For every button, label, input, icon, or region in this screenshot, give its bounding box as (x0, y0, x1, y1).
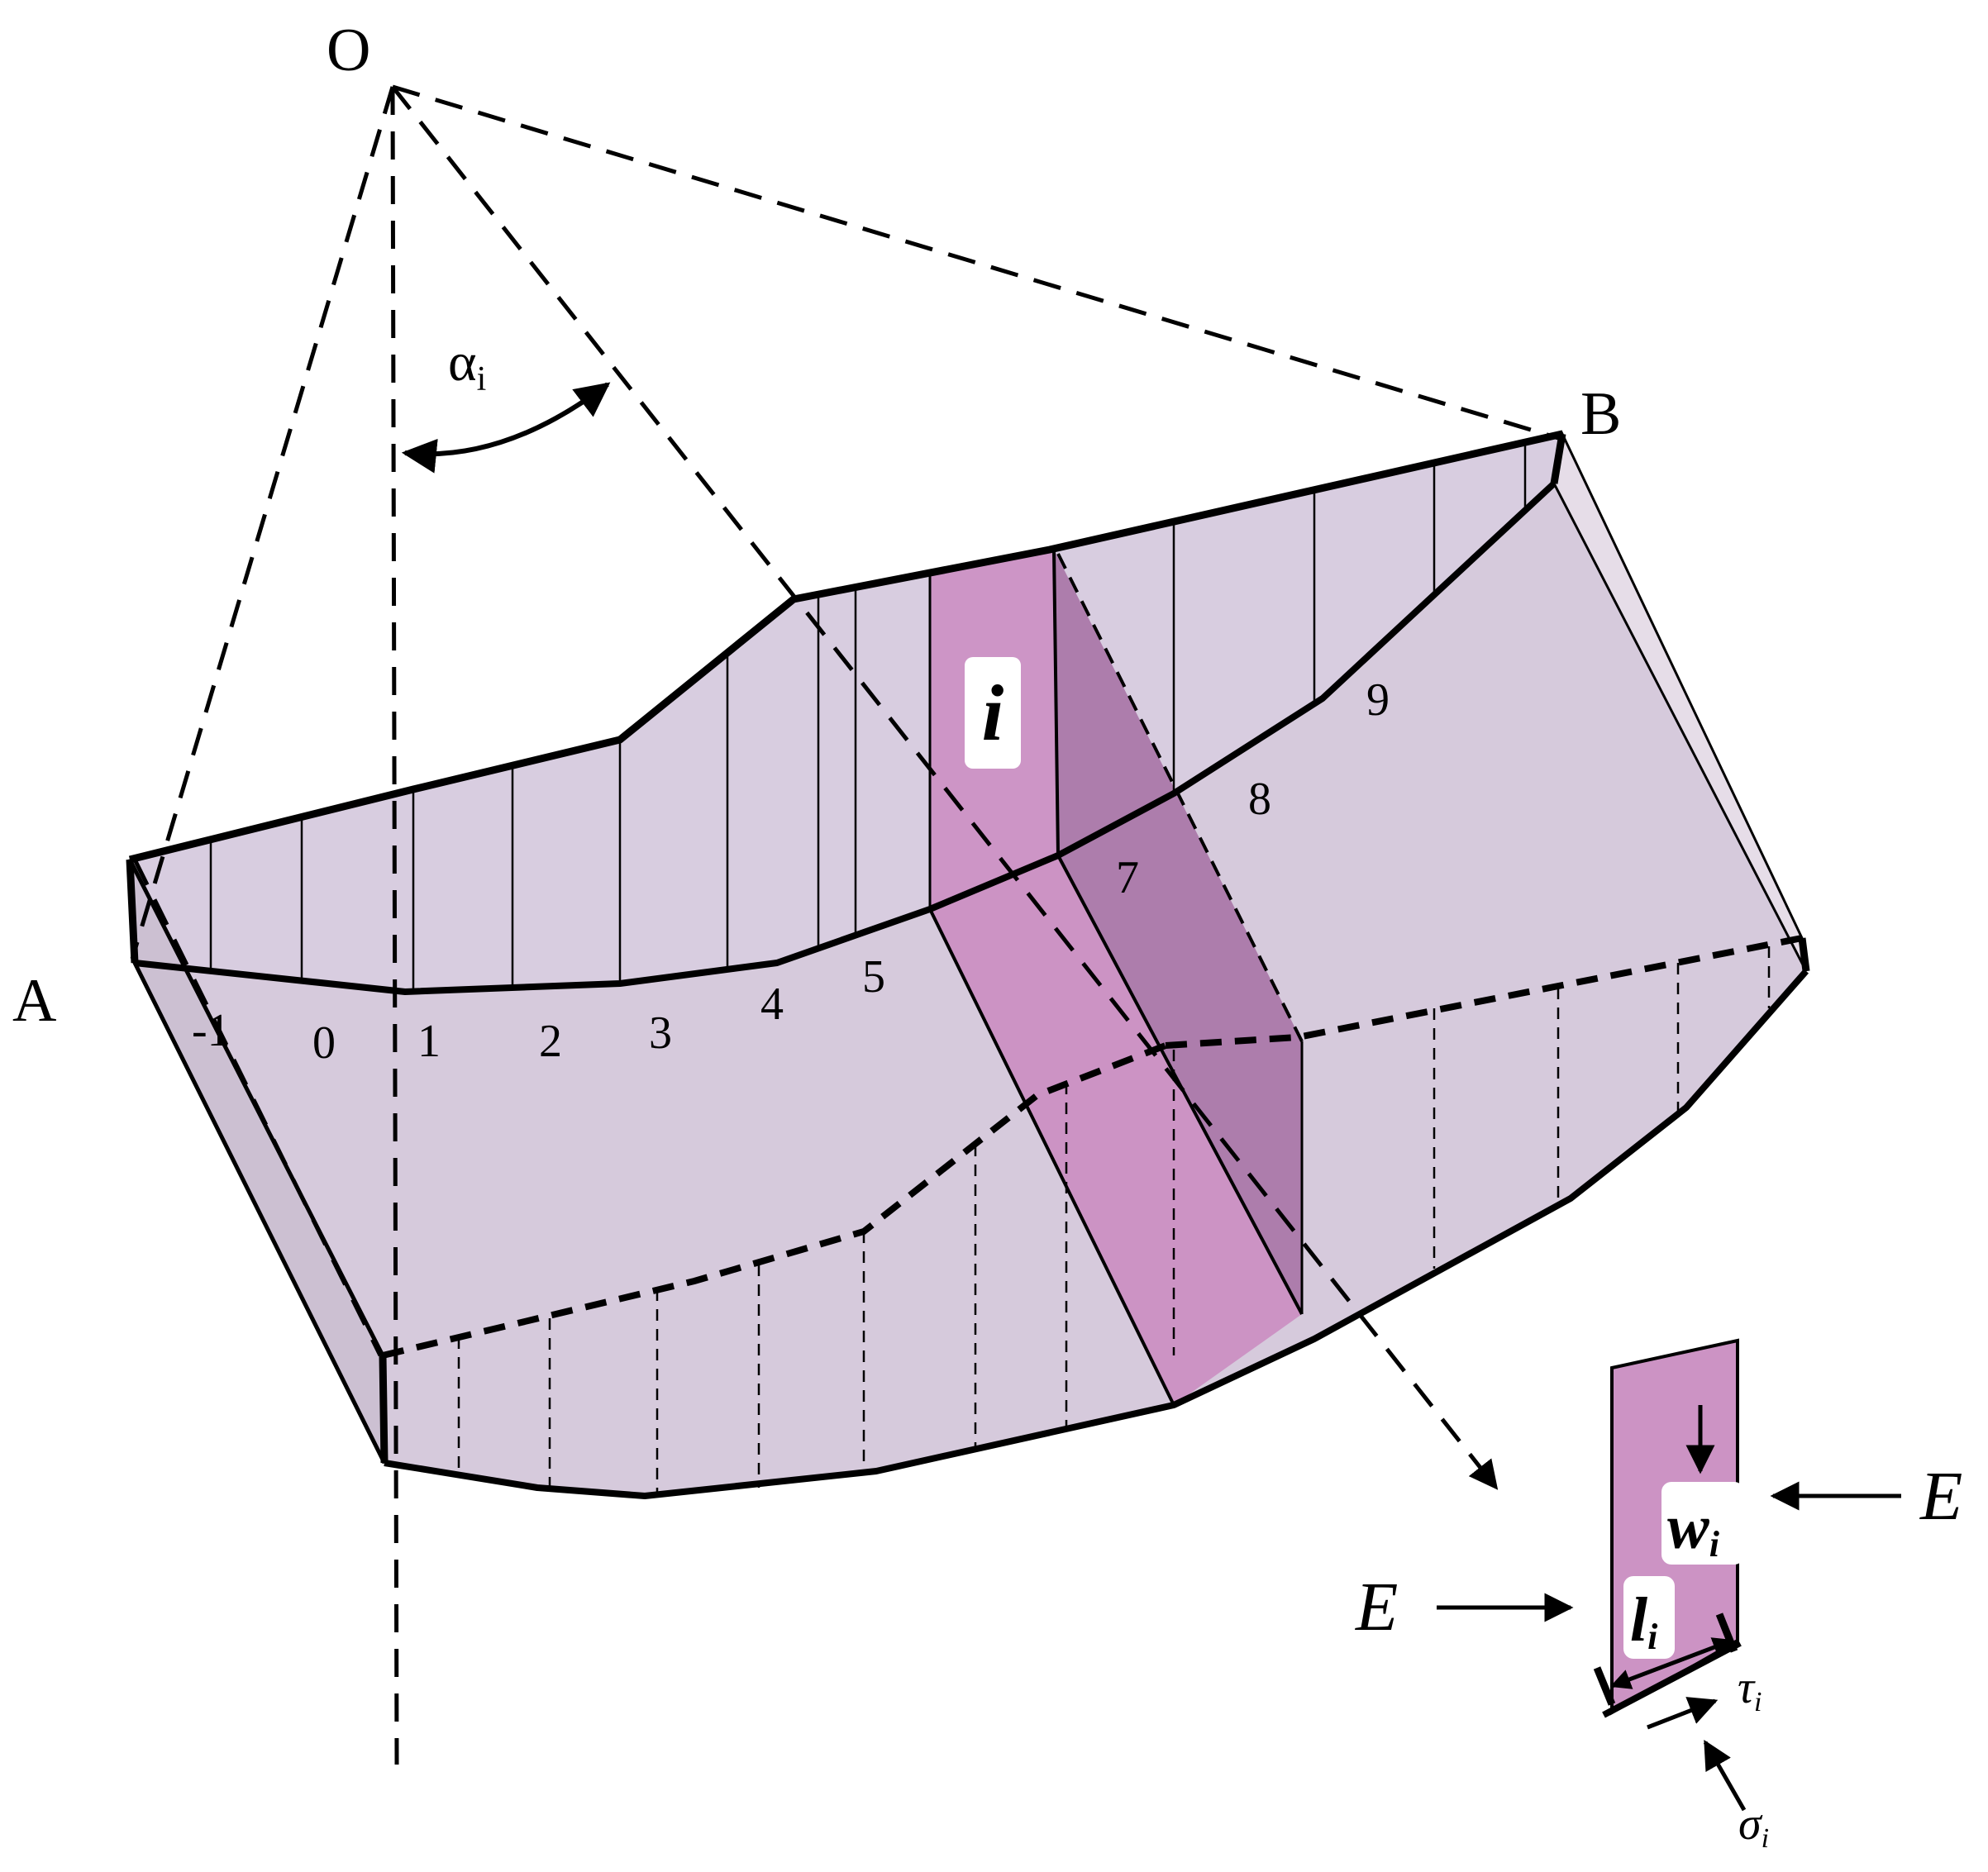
left-end-edge (126, 859, 139, 964)
slice-number: 9 (1366, 674, 1390, 726)
slice-number: 4 (760, 979, 784, 1030)
right-end-edge-2 (1798, 937, 1810, 972)
slice-number: 7 (1116, 852, 1139, 903)
normal-label: σi (1738, 1798, 1769, 1854)
slice-side-face (1054, 550, 1302, 1314)
left-dashed-edge (132, 858, 383, 1357)
point-b-label: B (1580, 380, 1621, 448)
back-crest-line-right (1165, 935, 1803, 1049)
slice-back-dash (1056, 553, 1304, 1042)
left-front-edge (133, 962, 386, 1464)
slice-label-box (965, 657, 1021, 769)
point-a-label: A (12, 967, 56, 1035)
normal-arrow (1703, 1739, 1747, 1812)
slice-edge-3 (928, 908, 1175, 1406)
slice-front-face (930, 855, 1302, 1405)
shear-label: τi (1738, 1662, 1762, 1717)
slice-number: 2 (539, 1016, 562, 1067)
shear-arrow (1647, 1697, 1719, 1730)
slice-edge-2 (1052, 549, 1060, 856)
angle-label: αi (448, 332, 486, 398)
force-right-label: E (1919, 1458, 1962, 1535)
slice-numbers: -1 0 1 2 3 4 5 7 8 9 (192, 674, 1390, 1069)
length-tick-left (1593, 1666, 1616, 1706)
vertical-axis (390, 86, 399, 1765)
point-o-label: O (327, 17, 370, 84)
slice-number: 1 (417, 1016, 441, 1067)
slice-label: i (982, 669, 1004, 757)
slice-number: 3 (649, 1007, 672, 1059)
slice-dividers-top (209, 442, 1527, 992)
left-back-edge (379, 1355, 389, 1464)
length-arrow (1609, 1637, 1734, 1689)
outlines (126, 430, 1810, 1499)
radius-to-slice (391, 85, 1499, 1490)
free-body-slice: wi li E E τi σi (1355, 1338, 1962, 1854)
slice-number: 8 (1248, 774, 1271, 825)
radius-to-b (392, 84, 1559, 441)
force-left-label: E (1355, 1569, 1398, 1646)
radius-to-a (130, 86, 395, 960)
slice-number: -1 (192, 1005, 231, 1056)
top-face (130, 434, 1562, 992)
length-tick-right (1715, 1612, 1738, 1653)
angle-arc (401, 382, 611, 474)
weight-label: wi (1667, 1493, 1720, 1565)
slice-number: 5 (862, 951, 885, 1003)
right-end-edge (1550, 433, 1566, 484)
radial-lines (130, 84, 1559, 1765)
slice-number: 0 (312, 1017, 336, 1069)
top-crest-line (128, 430, 1563, 864)
weight-label-box (1661, 1482, 1744, 1565)
hidden-lines (382, 935, 1803, 1494)
